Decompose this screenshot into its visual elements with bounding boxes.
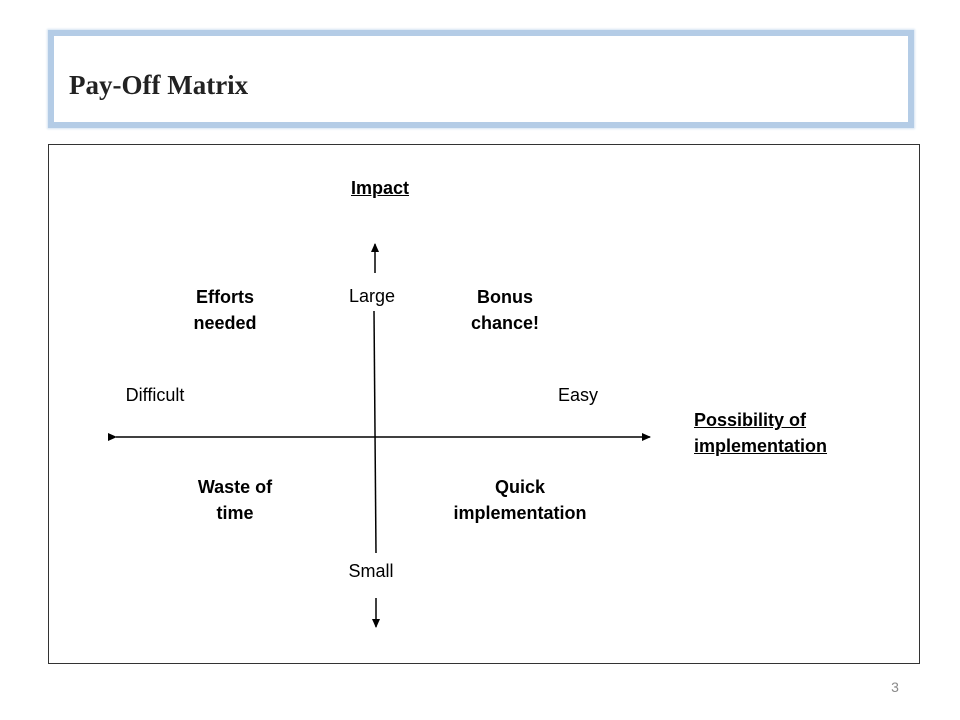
- quadrant-bottom-right-line2: implementation: [453, 503, 587, 523]
- difficult-label: Difficult: [125, 385, 185, 405]
- impact-small-label: Small: [348, 561, 394, 581]
- matrix-frame: [48, 144, 920, 664]
- quadrant-bottom-right-line1: Quick: [494, 477, 546, 497]
- quadrant-bottom-left: Waste of time: [180, 474, 290, 526]
- impact-large-label: Large: [348, 286, 396, 306]
- possibility-axis-title-text: Possibility of implementation: [694, 410, 828, 456]
- quadrant-top-left-line1: Efforts: [196, 287, 254, 307]
- quadrant-bottom-right: Quick implementation: [430, 474, 610, 526]
- quadrant-top-left: Efforts needed: [170, 284, 280, 336]
- title-box: Pay-Off Matrix: [48, 30, 914, 128]
- quadrant-top-left-line2: needed: [193, 313, 257, 333]
- quadrant-top-right-line2: chance!: [470, 313, 540, 333]
- quadrant-top-right: Bonus chance!: [450, 284, 560, 336]
- possibility-axis-title: Possibility of implementation: [694, 407, 864, 459]
- quadrant-top-right-line1: Bonus: [477, 287, 533, 307]
- slide-title: Pay-Off Matrix: [69, 70, 249, 100]
- impact-axis-title: Impact: [350, 178, 410, 198]
- quadrant-bottom-left-line1: Waste of: [197, 477, 273, 497]
- quadrant-bottom-left-line2: time: [216, 503, 254, 523]
- vertical-axis-line: [373, 310, 377, 554]
- page-number: 3: [891, 679, 899, 695]
- easy-label: Easy: [557, 385, 599, 405]
